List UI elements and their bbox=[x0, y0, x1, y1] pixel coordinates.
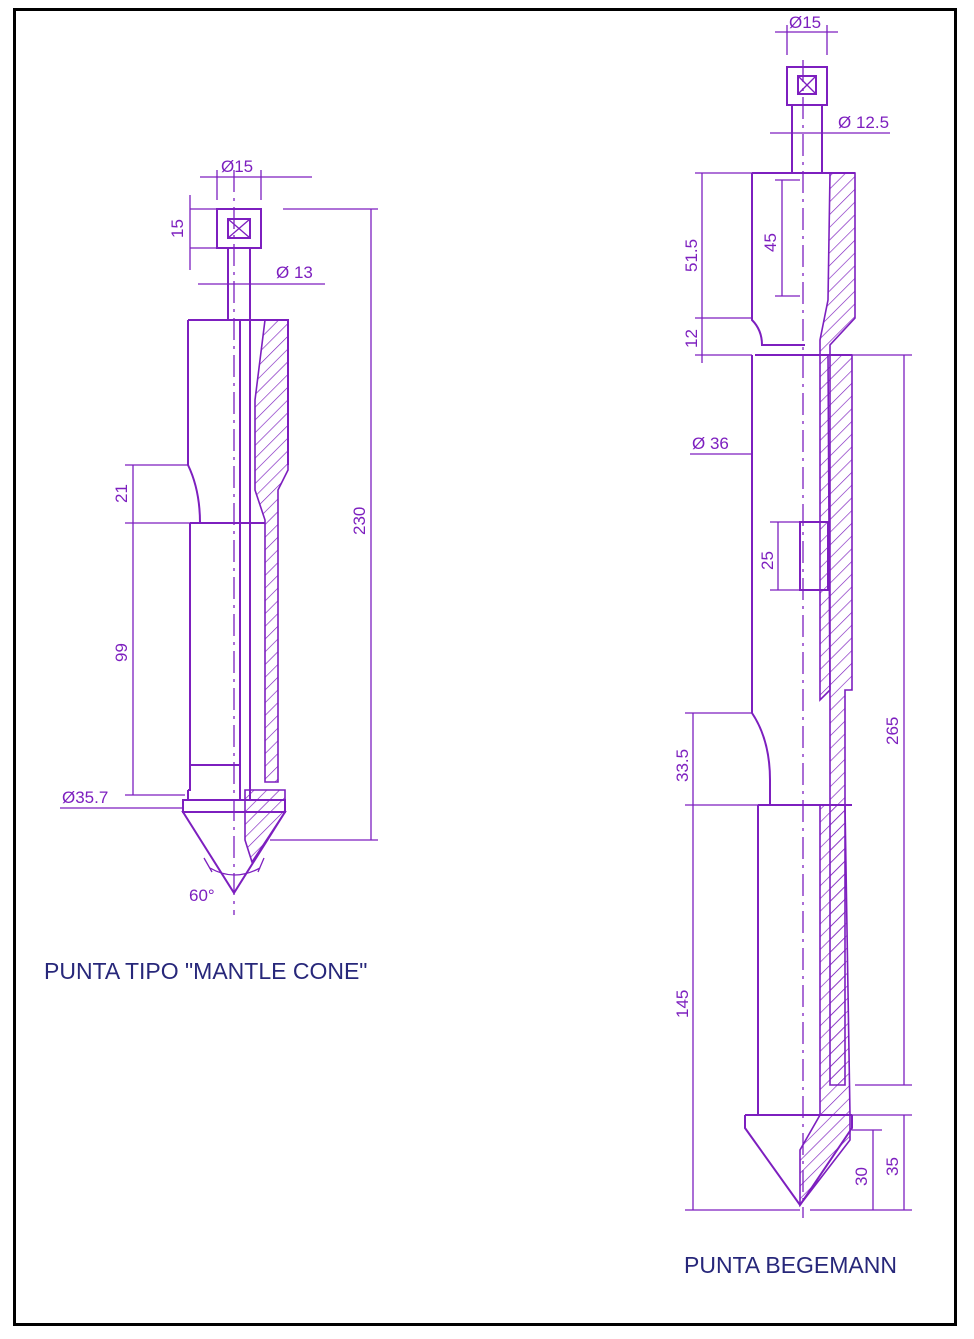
mc-rod-head bbox=[216, 208, 262, 249]
mantle-cone-caption: PUNTA TIPO "MANTLE CONE" bbox=[44, 958, 367, 984]
bg-rod-head bbox=[786, 66, 828, 106]
bg-dim-body-diameter: Ø 36 bbox=[692, 434, 729, 453]
mc-dim-rod-diameter: Ø 13 bbox=[276, 263, 313, 282]
mc-dim-cone-angle: 60° bbox=[189, 886, 215, 905]
bg-dim-lower-length: 145 bbox=[673, 990, 692, 1018]
bg-dim-friction-sleeve-length: 265 bbox=[883, 717, 902, 745]
bg-dim-rod-head-diameter: Ø15 bbox=[789, 13, 821, 32]
mc-dim-total-length: 230 bbox=[350, 507, 369, 535]
mc-sleeve bbox=[187, 522, 265, 800]
begemann-drawing: Ø15 Ø 12.5 51.5 45 12 Ø 36 25 265 bbox=[673, 13, 912, 1218]
bg-friction-sleeve bbox=[751, 355, 771, 805]
mc-dim-rod-head-diameter: Ø15 bbox=[221, 157, 253, 176]
bg-dim-rod-diameter: Ø 12.5 bbox=[838, 113, 889, 132]
bg-dim-cone-base-height: 35 bbox=[883, 1157, 902, 1176]
mc-rod-head-square bbox=[227, 218, 251, 239]
drawing-frame bbox=[13, 8, 957, 1326]
bg-dim-step-length: 12 bbox=[682, 329, 701, 348]
bg-dim-cone-height: 30 bbox=[852, 1167, 871, 1186]
bg-dim-inner-length: 45 bbox=[761, 233, 780, 252]
mc-dim-rod-head-height: 15 bbox=[168, 219, 187, 238]
mantle-cone-drawing: Ø15 15 Ø 13 230 21 99 Ø35.7 60° bbox=[60, 157, 378, 915]
mc-dim-sleeve-length: 99 bbox=[112, 643, 131, 662]
bg-dim-upper-length: 51.5 bbox=[682, 239, 701, 272]
mc-dim-tip-diameter: Ø35.7 bbox=[62, 788, 108, 807]
bg-slot bbox=[799, 521, 829, 591]
bg-dim-slot-length: 25 bbox=[758, 551, 777, 570]
bg-jacket-hatch-lower bbox=[799, 804, 851, 1208]
mc-jacket-hatch bbox=[254, 319, 289, 783]
begemann-caption: PUNTA BEGEMANN bbox=[684, 1252, 897, 1278]
bg-dim-neck-length: 33.5 bbox=[673, 749, 692, 782]
mc-dim-neck-length: 21 bbox=[112, 484, 131, 503]
bg-cone bbox=[744, 1115, 853, 1207]
bg-rod-head-square bbox=[797, 75, 817, 95]
